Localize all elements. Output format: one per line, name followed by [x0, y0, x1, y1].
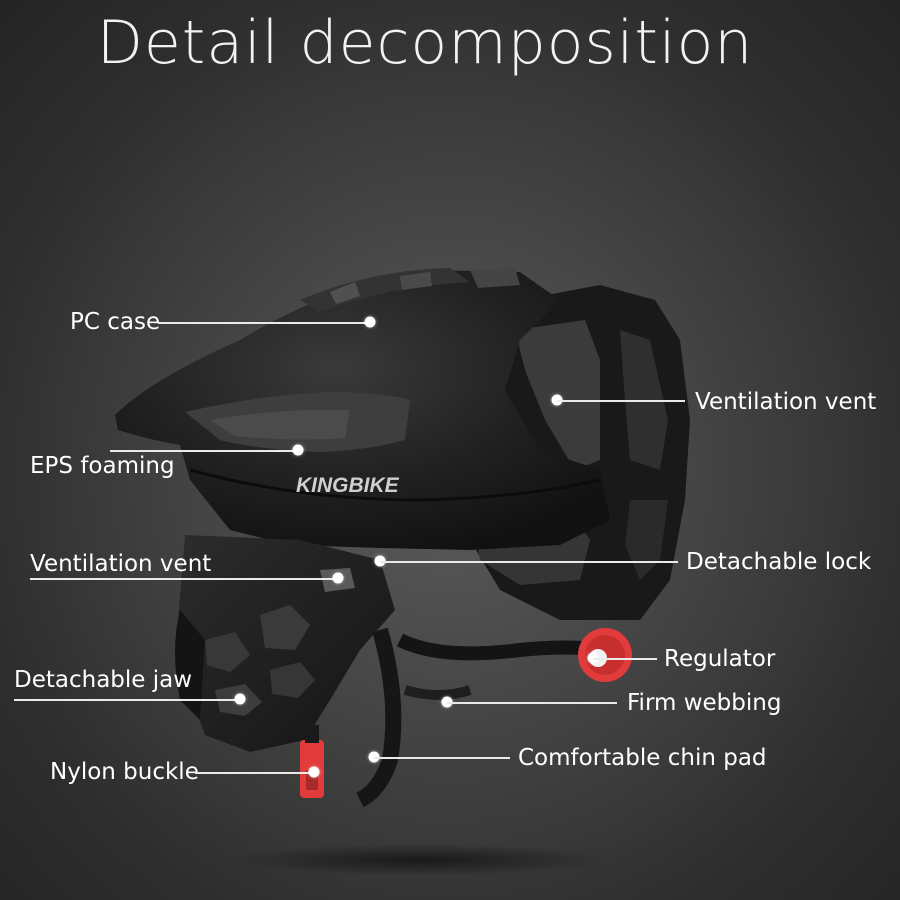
brand-logo-text: KINGBIKE — [296, 474, 400, 497]
page-title: Detail decomposition — [96, 8, 754, 78]
callout-eps-foaming: EPS foaming — [30, 453, 175, 479]
leader-line — [110, 450, 298, 452]
callout-detachable-jaw: Detachable jaw — [14, 667, 193, 693]
leader-dot — [332, 572, 344, 584]
callout-ventilation-vent-left: Ventilation vent — [30, 551, 212, 577]
callout-regulator: Regulator — [664, 646, 776, 672]
leader-dot — [292, 444, 304, 456]
chin-pad-strap — [356, 627, 402, 808]
callout-comfortable-chin-pad: Comfortable chin pad — [518, 745, 767, 771]
leader-line — [14, 699, 239, 701]
leader-dot — [234, 693, 246, 705]
callout-ventilation-vent-right: Ventilation vent — [695, 389, 877, 415]
leader-line — [380, 561, 678, 563]
firm-webbing-strap — [396, 633, 602, 661]
leader-line — [158, 322, 370, 324]
leader-dot — [364, 316, 376, 328]
leader-line — [195, 772, 313, 774]
leader-line — [557, 400, 685, 402]
leader-line — [593, 658, 657, 660]
leader-line — [374, 757, 510, 759]
leader-line — [30, 578, 335, 580]
callout-firm-webbing: Firm webbing — [627, 690, 782, 716]
callout-nylon-buckle: Nylon buckle — [50, 759, 199, 785]
leader-line — [447, 702, 617, 704]
callout-pc-case: PC case — [70, 309, 161, 335]
floor-shadow — [230, 844, 610, 876]
callout-detachable-lock: Detachable lock — [686, 549, 872, 575]
leader-dot — [308, 766, 320, 778]
